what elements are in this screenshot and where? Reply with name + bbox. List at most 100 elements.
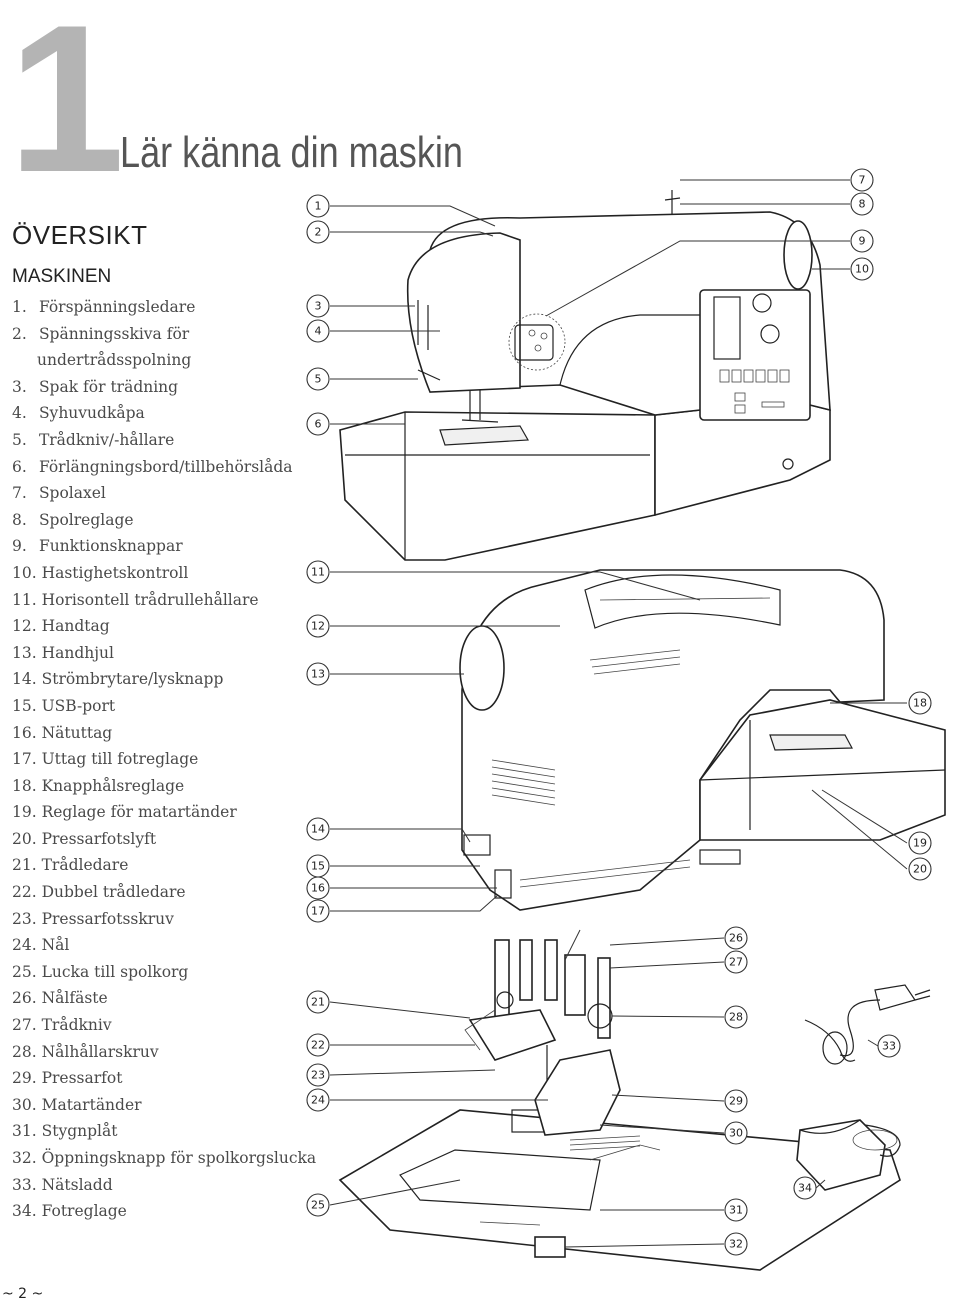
svg-text:14: 14: [311, 823, 325, 836]
callout-1: 1: [306, 194, 330, 218]
svg-text:31: 31: [729, 1204, 743, 1217]
svg-text:34: 34: [798, 1182, 812, 1195]
page-number: ~ 2 ~: [2, 1286, 44, 1302]
callout-26: 26: [724, 926, 748, 950]
svg-text:1: 1: [315, 200, 322, 213]
callout-13: 13: [306, 662, 330, 686]
list-item: 8. Spolreglage: [12, 510, 134, 529]
callout-7: 7: [850, 168, 874, 192]
list-item: 10. Hastighetskontroll: [12, 563, 189, 582]
list-item: 32. Öppningsknapp för spolkorgslucka: [12, 1149, 317, 1167]
svg-text:21: 21: [311, 996, 325, 1009]
svg-text:29: 29: [729, 1095, 743, 1108]
svg-text:4: 4: [315, 325, 322, 338]
svg-text:6: 6: [315, 418, 322, 431]
callout-5: 5: [306, 367, 330, 391]
callout-2: 2: [306, 220, 330, 244]
svg-text:15: 15: [311, 860, 325, 873]
chapter-number: 1: [8, 0, 125, 216]
svg-text:17: 17: [311, 905, 325, 918]
list-item: 33. Nätsladd: [12, 1175, 113, 1194]
callout-32: 32: [724, 1232, 748, 1256]
power-cord-drawing: [804, 984, 931, 1065]
callout-4: 4: [306, 319, 330, 343]
svg-text:24: 24: [311, 1094, 325, 1107]
callout-27: 27: [724, 950, 748, 974]
list-item: 19. Reglage för matartänder: [12, 803, 237, 822]
list-item: 7. Spolaxel: [12, 484, 106, 503]
svg-text:9: 9: [859, 235, 866, 248]
list-item: 28. Nålhållarskruv: [12, 1042, 159, 1061]
list-item: 27. Trådkniv: [12, 1016, 112, 1035]
callout-24: 24: [306, 1088, 330, 1112]
list-item: 14. Strömbrytare/lysknapp: [12, 670, 224, 689]
callout-3: 3: [306, 294, 330, 318]
list-item: 1. Förspänningsledare: [12, 298, 196, 316]
list-item: 12. Handtag: [12, 617, 110, 636]
parts-list: 1. Förspänningsledare 2. Spänningsskiva …: [12, 294, 317, 1225]
svg-text:13: 13: [311, 668, 325, 681]
callout-14: 14: [306, 817, 330, 841]
leader-lines: [329, 179, 908, 1248]
svg-text:8: 8: [859, 198, 866, 211]
list-item: 24. Nål: [12, 936, 70, 955]
list-item: 22. Dubbel trådledare: [12, 883, 186, 902]
callout-30: 30: [724, 1121, 748, 1145]
svg-text:7: 7: [859, 174, 866, 187]
svg-text:27: 27: [729, 956, 743, 969]
machine-rear-drawing: [459, 569, 946, 911]
section-title: ÖVERSIKT: [12, 220, 148, 250]
callout-9: 9: [850, 229, 874, 253]
svg-text:26: 26: [729, 932, 743, 945]
list-item: 23. Pressarfotsskruv: [12, 909, 174, 928]
list-item: 17. Uttag till fotreglage: [12, 750, 199, 769]
callout-12: 12: [306, 614, 330, 638]
list-item: 13. Handhjul: [12, 643, 114, 662]
svg-text:2: 2: [315, 226, 322, 239]
list-item: 6. Förlängningsbord/tillbehörslåda: [12, 457, 293, 476]
callout-19: 19: [908, 831, 932, 855]
svg-text:18: 18: [913, 697, 927, 710]
svg-text:32: 32: [729, 1238, 743, 1251]
callout-8: 8: [850, 192, 874, 216]
callout-31: 31: [724, 1198, 748, 1222]
callout-23: 23: [306, 1063, 330, 1087]
list-item: 18. Knapphålsreglage: [12, 776, 185, 795]
callout-29: 29: [724, 1089, 748, 1113]
list-item: 29. Pressarfot: [12, 1069, 123, 1088]
svg-text:5: 5: [315, 373, 322, 386]
foot-control-drawing: [796, 1119, 901, 1191]
list-item: 20. Pressarfotslyft: [12, 829, 157, 848]
svg-text:23: 23: [311, 1069, 325, 1082]
callout-15: 15: [306, 854, 330, 878]
svg-text:19: 19: [913, 837, 927, 850]
svg-text:33: 33: [882, 1040, 896, 1053]
subsection-title: MASKINEN: [12, 266, 112, 287]
callout-28: 28: [724, 1005, 748, 1029]
callout-11: 11: [306, 560, 330, 584]
list-item: 31. Stygnplåt: [12, 1122, 118, 1141]
list-item: 5. Trådkniv/-hållare: [12, 430, 175, 449]
callout-21: 21: [306, 990, 330, 1014]
needle-area-drawing: [338, 939, 901, 1271]
callout-6: 6: [306, 412, 330, 436]
list-item: 16. Nätuttag: [12, 723, 113, 742]
list-item: 9. Funktionsknappar: [12, 537, 183, 556]
svg-text:10: 10: [855, 263, 869, 276]
list-item: 21. Trådledare: [12, 856, 129, 875]
callout-33: 33: [877, 1034, 901, 1058]
svg-text:20: 20: [913, 863, 927, 876]
svg-text:28: 28: [729, 1011, 743, 1024]
svg-text:16: 16: [311, 882, 325, 895]
svg-text:25: 25: [311, 1199, 325, 1212]
callout-25: 25: [306, 1193, 330, 1217]
list-item: 30. Matartänder: [12, 1095, 142, 1114]
callout-17: 17: [306, 899, 330, 923]
svg-text:12: 12: [311, 620, 325, 633]
list-item: 26. Nålfäste: [12, 989, 108, 1008]
callout-20: 20: [908, 857, 932, 881]
list-item: 11. Horisontell trådrullehållare: [12, 590, 259, 609]
callout-18: 18: [908, 691, 932, 715]
